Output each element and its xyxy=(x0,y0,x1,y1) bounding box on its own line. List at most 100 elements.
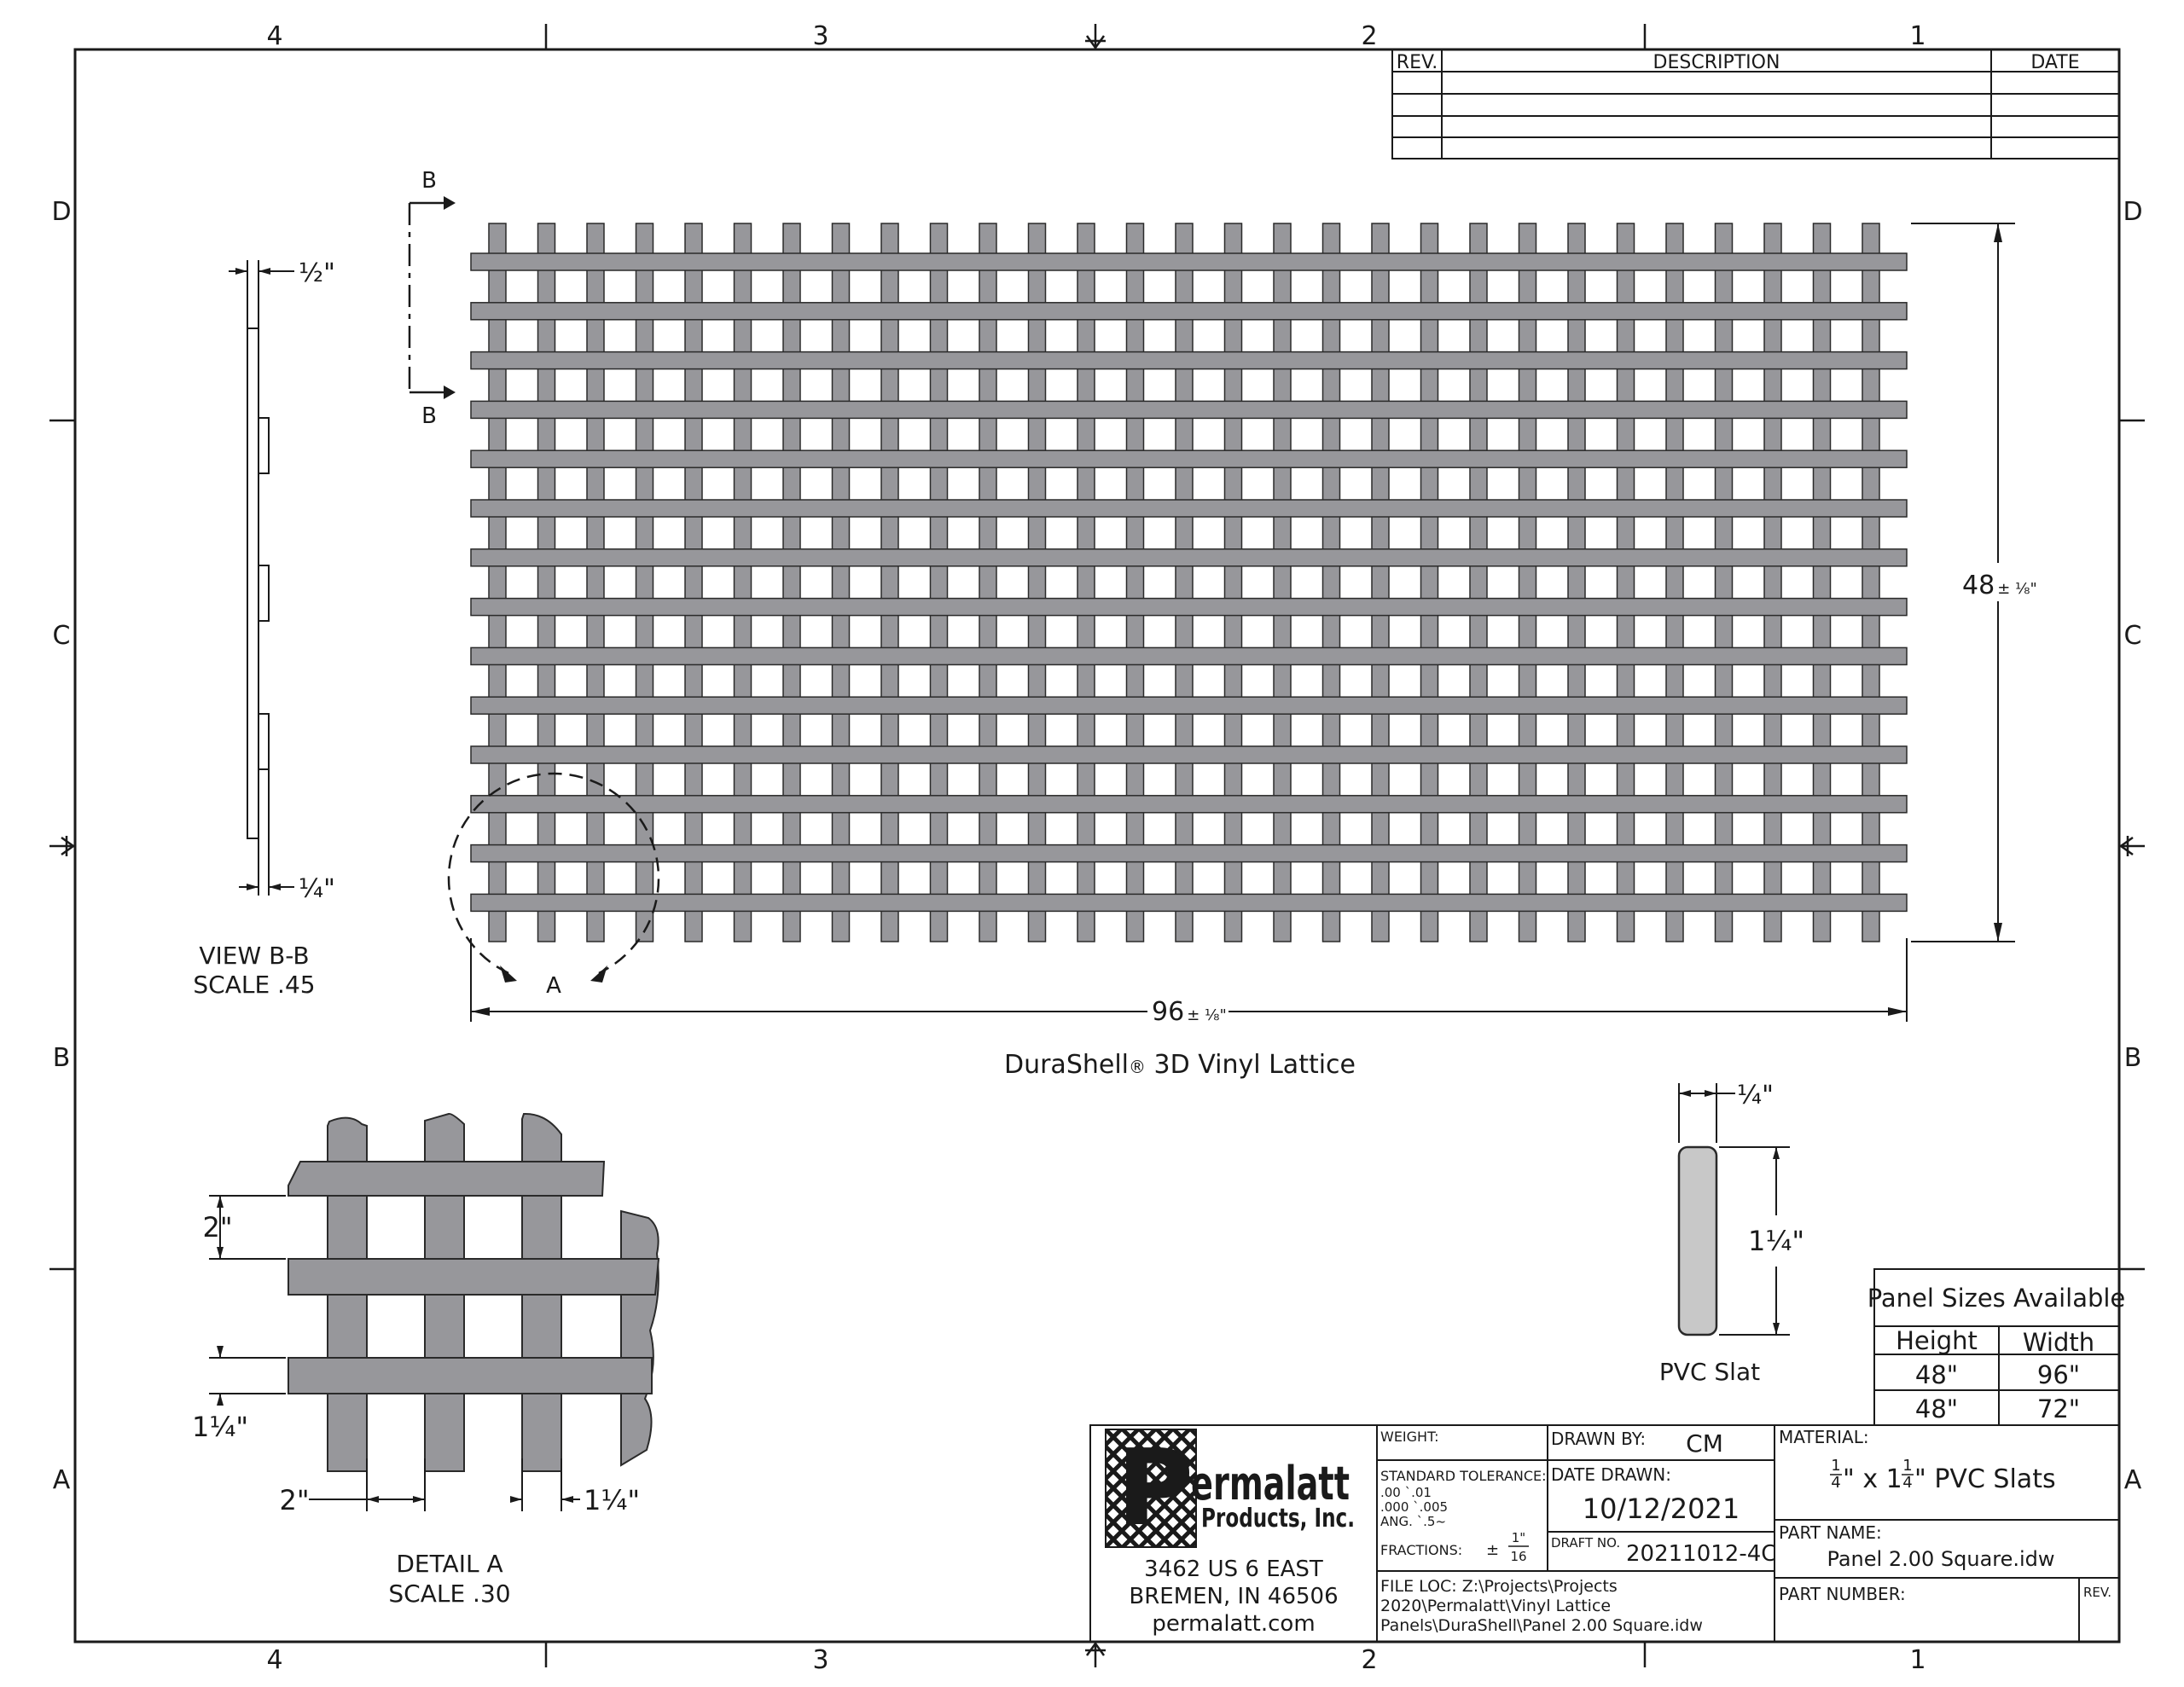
lattice-vertical-slats xyxy=(488,223,1880,942)
vertical-slat xyxy=(1862,223,1880,942)
horizontal-slat xyxy=(470,646,1908,666)
vertical-slat xyxy=(488,223,507,942)
detail-a-scale: SCALE .30 xyxy=(388,1580,510,1608)
description-header: DESCRIPTION xyxy=(1653,52,1780,73)
vertical-slat xyxy=(1125,223,1145,942)
horizontal-slat xyxy=(470,351,1908,370)
horizontal-slat xyxy=(470,844,1908,863)
pvc-slat-width: ¼" xyxy=(1737,1081,1774,1110)
vertical-slat xyxy=(1273,223,1292,942)
vertical-slat xyxy=(929,223,949,942)
vertical-slat xyxy=(1763,223,1782,942)
vertical-slat xyxy=(1321,223,1341,942)
height-dimension: 48± ⅛" xyxy=(1911,223,2037,942)
horizontal-slat xyxy=(470,400,1908,420)
title-block: P ermalatt Products, Inc. 3462 US 6 EAST… xyxy=(1089,1424,2120,1643)
fractions-label: FRACTIONS: xyxy=(1380,1542,1462,1558)
zone-right-d: D xyxy=(2123,197,2142,227)
detail-a-title: DETAIL A xyxy=(396,1550,502,1578)
svg-text:1: 1 xyxy=(1831,1457,1840,1475)
pvc-slat-height: 1¼" xyxy=(1748,1225,1804,1257)
horizontal-slat xyxy=(470,302,1908,321)
logo-lattice-line xyxy=(1138,1488,1195,1546)
vertical-slat xyxy=(831,223,851,942)
logo-lattice-line xyxy=(1172,1430,1195,1454)
vertical-slat xyxy=(635,223,654,942)
logo-lattice-line xyxy=(1107,1512,1140,1546)
width-dimension: 96± ⅛" xyxy=(470,938,1908,1027)
panel-size-row-2-width: 72" xyxy=(2037,1394,2080,1423)
file-location-line-3: Panels\DuraShell\Panel 2.00 Square.idw xyxy=(1380,1616,1703,1635)
vertical-slat xyxy=(1027,223,1047,942)
panel-sizes-table: Panel Sizes Available Height Width 48" 9… xyxy=(1867,1268,2126,1426)
draft-no-value: 20211012-4C xyxy=(1626,1541,1776,1567)
logo-lattice-line xyxy=(1107,1495,1157,1546)
vertical-slat xyxy=(979,223,997,942)
material-label: MATERIAL: xyxy=(1779,1427,1869,1447)
section-label-bottom: B xyxy=(421,403,437,429)
logo-lattice-line xyxy=(1121,1471,1195,1546)
vertical-slat xyxy=(1175,223,1194,942)
logo-lattice-line xyxy=(1107,1437,1195,1533)
logo-lattice-line xyxy=(1107,1430,1157,1481)
horizontal-slat xyxy=(470,893,1908,913)
svg-text:1: 1 xyxy=(1902,1457,1912,1475)
vertical-slat xyxy=(782,223,801,942)
vertical-slat xyxy=(1518,223,1537,942)
date-drawn-label: DATE DRAWN: xyxy=(1551,1464,1671,1485)
zone-bottom-1: 1 xyxy=(1909,1645,1926,1675)
vertical-slat xyxy=(1665,223,1684,942)
revision-table: REV. DESCRIPTION DATE xyxy=(1391,49,2120,159)
horizontal-slat xyxy=(470,795,1908,814)
zone-top-1: 1 xyxy=(1909,21,1926,51)
vertical-slat xyxy=(880,223,899,942)
horizontal-slat xyxy=(470,745,1908,764)
svg-text:" PVC Slats: " PVC Slats xyxy=(1914,1464,2056,1494)
pvc-slat-label: PVC Slat xyxy=(1659,1358,1760,1386)
zone-left-d: D xyxy=(51,197,71,227)
file-location-line-1: FILE LOC: Z:\Projects\Projects xyxy=(1380,1577,1618,1596)
part-name-label: PART NAME: xyxy=(1779,1522,1882,1543)
file-location-line-2: 2020\Permalatt\Vinyl Lattice xyxy=(1380,1597,1611,1615)
zone-top-3: 3 xyxy=(812,21,828,51)
vertical-slat xyxy=(1469,223,1488,942)
rev-label: REV. xyxy=(2083,1585,2111,1600)
weight-label: WEIGHT: xyxy=(1380,1429,1438,1445)
address-line-1: 3462 US 6 EAST xyxy=(1144,1557,1323,1582)
logo-lattice-line xyxy=(1107,1430,1191,1516)
panel-size-row-1-width: 96" xyxy=(2037,1360,2080,1389)
zone-top-4: 4 xyxy=(266,21,282,51)
logo-lattice-line xyxy=(1107,1529,1123,1546)
tolerance-label: STANDARD TOLERANCE: xyxy=(1380,1468,1547,1484)
panel-sizes-title: Panel Sizes Available xyxy=(1867,1284,2126,1313)
vertical-slat xyxy=(1714,223,1734,942)
section-label-top: B xyxy=(421,168,437,194)
width-value: 96± ⅛" xyxy=(1152,997,1227,1027)
vertical-slat xyxy=(586,223,605,942)
zone-labels: 4 3 2 1 4 3 2 1 D C B A D C B A xyxy=(51,21,2142,1675)
logo-lattice-line xyxy=(1172,1522,1195,1546)
zone-right-b: B xyxy=(2124,1043,2142,1073)
fractions-denominator: 16 xyxy=(1510,1549,1526,1564)
vertical-slat xyxy=(1223,223,1243,942)
address-line-2: BREMEN, IN 46506 xyxy=(1129,1584,1338,1609)
logo-lattice-line xyxy=(1155,1505,1195,1546)
logo-lattice-line xyxy=(1107,1454,1195,1546)
vertical-slat xyxy=(1420,223,1439,942)
draft-no-label: DRAFT NO. xyxy=(1551,1535,1620,1551)
detail-label: A xyxy=(546,973,561,999)
main-caption: DuraShell® 3D Vinyl Lattice xyxy=(1004,1050,1356,1080)
pvc-slat-view: ¼" 1¼" PVC Slat xyxy=(1659,1081,1804,1386)
logo-lattice-line xyxy=(1138,1430,1195,1488)
vertical-slat xyxy=(537,223,556,942)
zone-ticks xyxy=(49,24,2145,1667)
logo-wordmark: ermalatt xyxy=(1191,1457,1350,1510)
horizontal-slat xyxy=(470,696,1908,715)
view-bb-scale: SCALE .45 xyxy=(193,971,315,999)
logo-lattice-line xyxy=(1107,1430,1140,1464)
part-name-value: Panel 2.00 Square.idw xyxy=(1827,1547,2054,1571)
centering-marks xyxy=(49,24,2145,1667)
zone-left-c: C xyxy=(53,621,71,651)
vertical-slat xyxy=(1812,223,1832,942)
permalatt-logo: P ermalatt Products, Inc. xyxy=(1105,1429,1355,1549)
